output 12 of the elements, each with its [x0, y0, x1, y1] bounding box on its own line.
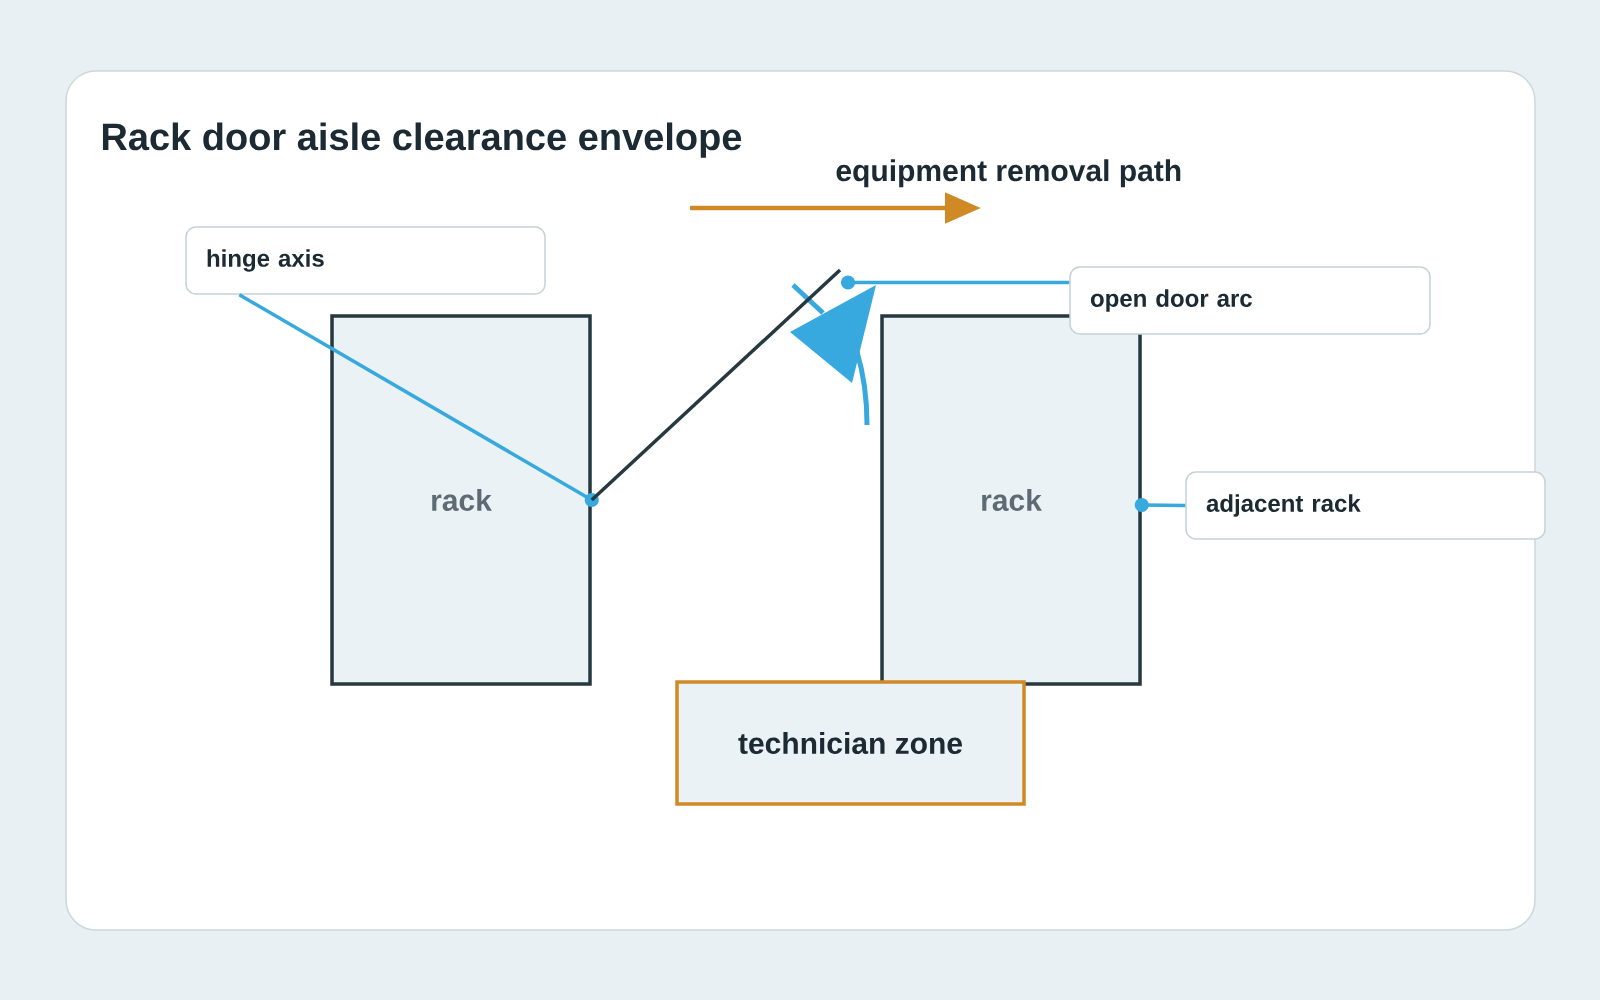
callout-box: hinge axis — [185, 226, 546, 295]
door-leaf — [590, 268, 842, 502]
callout-box: open door arc — [1069, 266, 1431, 335]
leader-line — [238, 293, 599, 507]
diagram-title: Rack door aisle clearance envelope — [102, 122, 742, 158]
callout-box: adjacent rack — [1185, 471, 1546, 540]
leader-line — [841, 275, 1070, 290]
swing-arc — [790, 282, 876, 428]
zone-box: technician zone — [675, 680, 1026, 806]
rack-box: rack — [330, 314, 592, 686]
path-label: equipment removal path — [836, 159, 1181, 188]
leader-line — [1134, 498, 1186, 512]
